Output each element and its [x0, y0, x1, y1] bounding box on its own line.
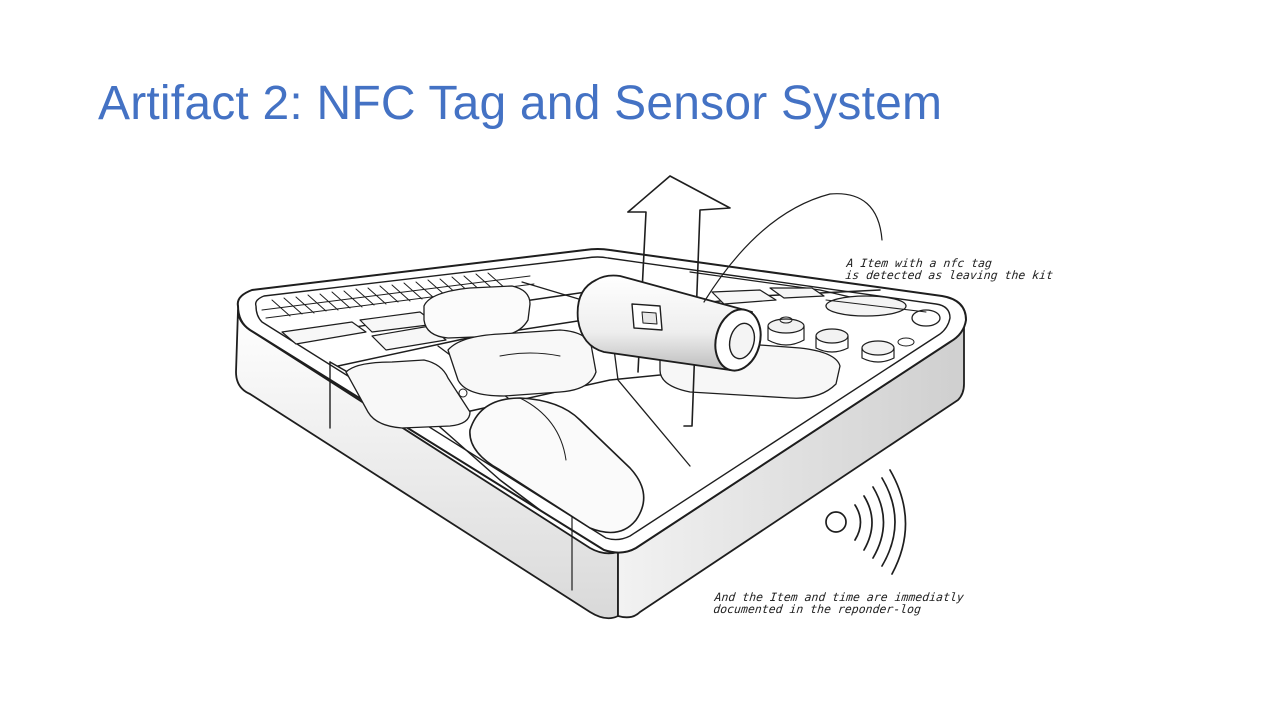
annotation-item-detected-line2: is detected as leaving the kit [844, 268, 1054, 282]
annotation-logged-line2: documented in the reponder-log [712, 602, 922, 616]
wireless-signal-icon [825, 469, 907, 575]
cylinder-item-with-nfc-tag [576, 193, 883, 372]
slide-title: Artifact 2: NFC Tag and Sensor System [98, 77, 943, 130]
annotation-logged: And the Item and time are immediatly doc… [712, 590, 965, 616]
annotation-item-detected: A Item with a nfc tag is detected as lea… [844, 256, 1055, 282]
